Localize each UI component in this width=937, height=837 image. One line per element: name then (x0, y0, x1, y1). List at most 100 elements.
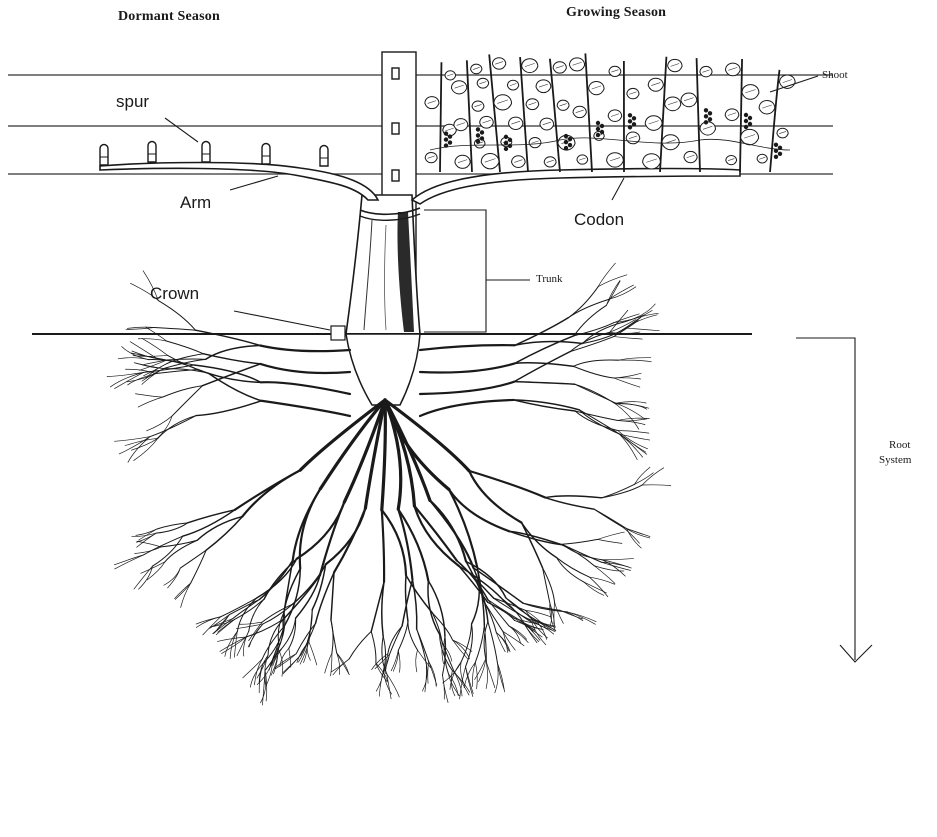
root-segment (598, 263, 615, 286)
root-segment (568, 287, 598, 318)
root-segment (514, 400, 575, 411)
root-segment (195, 330, 260, 345)
leaf (668, 59, 682, 71)
root-segment (619, 360, 652, 362)
root-segment (582, 328, 625, 344)
grape-berry (744, 125, 748, 129)
root-segment (560, 610, 583, 619)
shoot (550, 59, 560, 172)
leaf (726, 63, 741, 76)
root-segment (135, 394, 162, 397)
leaf (725, 109, 739, 121)
spur (202, 142, 210, 163)
grape-berry (504, 135, 508, 139)
root-segment (469, 471, 545, 498)
root-segment (320, 502, 344, 575)
root-segment (514, 382, 575, 385)
grape-berry (628, 119, 632, 123)
grape-berry (704, 108, 708, 112)
trunk (346, 195, 420, 334)
codon-label: Codon (574, 211, 624, 228)
leaf (454, 119, 468, 131)
leaf (573, 106, 586, 117)
root-segment (618, 431, 649, 434)
grape-berry (748, 116, 752, 120)
leaf (451, 81, 466, 94)
root-segment (243, 631, 248, 656)
root-segment (325, 653, 332, 673)
leaf (607, 153, 624, 167)
grape-berry (596, 121, 600, 125)
crown-marker-box (331, 326, 345, 340)
leaf (681, 93, 697, 107)
grape-berry (508, 144, 512, 148)
leaf (627, 88, 639, 98)
root-segment (570, 337, 614, 352)
leaf (536, 80, 551, 93)
root-segment (642, 485, 671, 486)
root-segment (250, 664, 262, 687)
trunk-label: Trunk (536, 274, 563, 285)
root-segment (417, 629, 427, 664)
grape-berry (476, 139, 480, 143)
root-segment (153, 536, 183, 566)
leaf (455, 155, 470, 168)
root-segment (296, 623, 315, 653)
root-segment (172, 386, 202, 416)
trunk-bracket (424, 210, 486, 332)
leaf (526, 99, 539, 110)
root-segment (574, 360, 619, 366)
leaf (480, 116, 494, 128)
root-system-label-line2: System (879, 455, 911, 466)
root-segment (175, 583, 190, 599)
leaf (742, 85, 759, 100)
root-segment (167, 341, 204, 354)
root-segment (371, 632, 376, 664)
grape-berry (444, 131, 448, 135)
root-segment (614, 378, 640, 387)
root-segment (625, 304, 655, 322)
root-segment (598, 275, 627, 287)
leaf (540, 118, 554, 130)
root-segment (158, 301, 195, 331)
leaf (759, 101, 775, 115)
codon-leader (612, 178, 624, 200)
root-segment (475, 662, 477, 688)
root-segment (174, 583, 190, 599)
grape-berry (480, 136, 484, 140)
root-segment (598, 532, 625, 539)
spur (148, 142, 156, 163)
leaf (609, 66, 621, 76)
root-segment (382, 510, 384, 582)
growing-season-label: Growing Season (566, 6, 666, 20)
root-segment (568, 299, 609, 318)
root-segment (138, 339, 167, 341)
grape-berry (444, 137, 448, 141)
leaf (512, 156, 526, 168)
leaf (700, 66, 712, 76)
root-segment (154, 327, 195, 330)
root-segment (209, 373, 262, 400)
leaf (425, 152, 437, 162)
grape-berry (480, 130, 484, 134)
leaf (569, 58, 584, 71)
root-segment (220, 637, 246, 652)
grape-berry (632, 122, 636, 126)
root-segment (620, 434, 638, 459)
root-segment (412, 580, 416, 629)
root-segment (453, 640, 470, 659)
root-segment (425, 664, 427, 692)
root-segment (642, 468, 664, 485)
shoot (660, 57, 666, 172)
root-segment (261, 401, 350, 416)
root-segment (488, 622, 498, 663)
root-segment (242, 470, 300, 516)
root-segment (495, 663, 498, 693)
root-segment (107, 372, 143, 376)
root-segment (275, 654, 296, 669)
grape-berry (476, 133, 480, 137)
grape-berry (568, 143, 572, 147)
root-segment (461, 624, 471, 662)
root-segment (497, 663, 504, 689)
